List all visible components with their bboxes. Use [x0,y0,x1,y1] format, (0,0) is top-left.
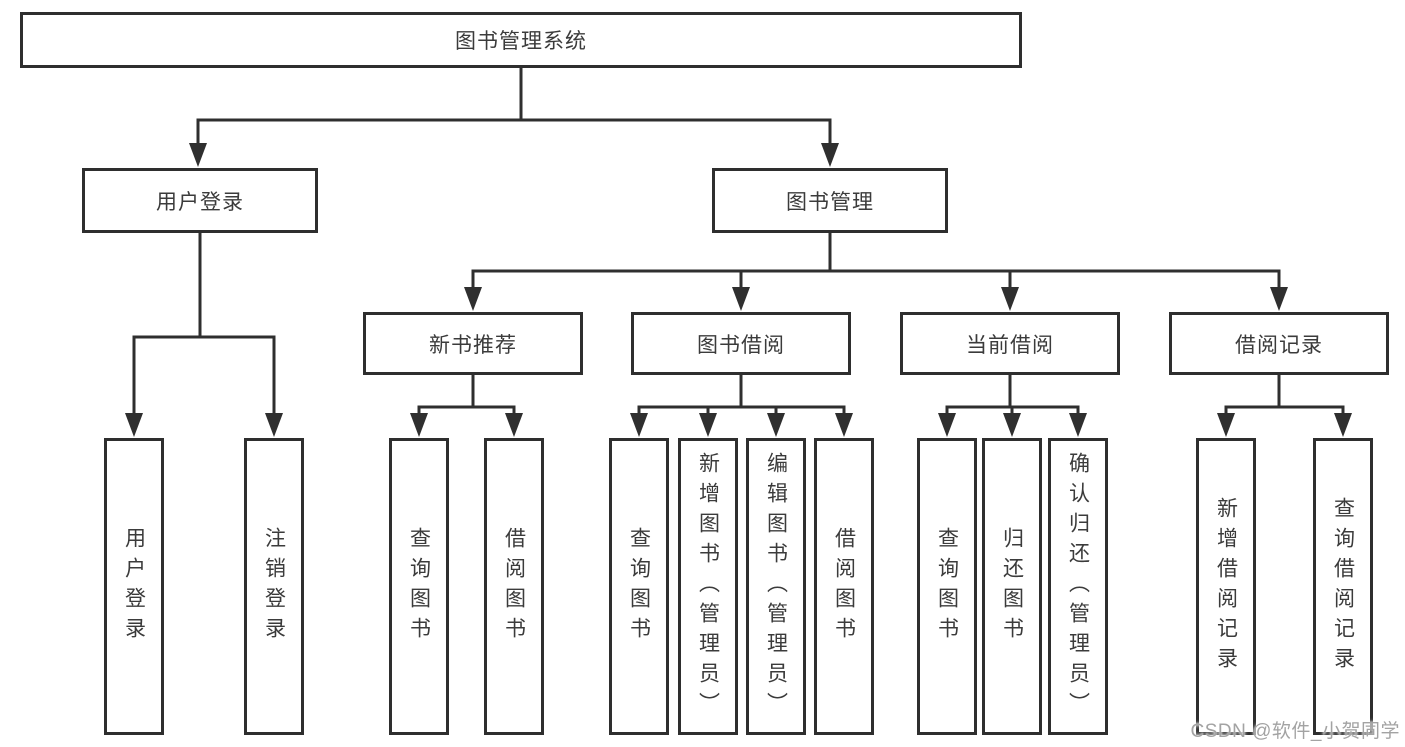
leaf-current-confirm-return-admin: 确认归还（管理员） [1048,438,1108,735]
node-book-management: 图书管理 [712,168,948,233]
leaf-records-query-record: 查询借阅记录 [1313,438,1373,735]
node-borrow-records: 借阅记录 [1169,312,1389,375]
leaf-newbooks-query-books-label: 查询图书 [407,526,431,647]
node-borrow-records-label: 借阅记录 [1235,333,1323,357]
leaf-current-query-books: 查询图书 [917,438,977,735]
leaf-borrow-add-books-admin-label: 新增图书（管理员） [696,451,720,722]
leaf-user-login-label: 用户登录 [122,526,146,647]
leaf-newbooks-borrow-books: 借阅图书 [484,438,544,735]
node-new-book-recommend: 新书推荐 [363,312,583,375]
leaf-current-return-books-label: 归还图书 [1000,526,1024,647]
leaf-current-return-books: 归还图书 [982,438,1042,735]
leaf-borrow-add-books-admin: 新增图书（管理员） [678,438,738,735]
leaf-logout-login: 注销登录 [244,438,304,735]
leaf-newbooks-borrow-books-label: 借阅图书 [502,526,526,647]
watermark: CSDN @软件_小贺同学 [1190,721,1400,742]
node-book-borrow: 图书借阅 [631,312,851,375]
node-current-borrow-label: 当前借阅 [966,333,1054,357]
leaf-borrow-query-books: 查询图书 [609,438,669,735]
leaf-logout-login-label: 注销登录 [262,526,286,647]
node-new-book-recommend-label: 新书推荐 [429,333,517,357]
leaf-current-query-books-label: 查询图书 [935,526,959,647]
leaf-borrow-query-books-label: 查询图书 [627,526,651,647]
leaf-records-query-record-label: 查询借阅记录 [1331,496,1355,677]
node-user-login-label: 用户登录 [156,190,244,214]
node-current-borrow: 当前借阅 [900,312,1120,375]
node-root: 图书管理系统 [20,12,1022,68]
leaf-borrow-edit-books-admin: 编辑图书（管理员） [746,438,806,735]
leaf-records-add-record-label: 新增借阅记录 [1214,496,1238,677]
leaf-user-login: 用户登录 [104,438,164,735]
node-root-label: 图书管理系统 [455,30,587,53]
node-user-login: 用户登录 [82,168,318,233]
leaf-borrow-edit-books-admin-label: 编辑图书（管理员） [764,451,788,722]
leaf-records-add-record: 新增借阅记录 [1196,438,1256,735]
leaf-newbooks-query-books: 查询图书 [389,438,449,735]
leaf-current-confirm-return-admin-label: 确认归还（管理员） [1066,451,1090,722]
leaf-borrow-borrow-books-label: 借阅图书 [832,526,856,647]
leaf-borrow-borrow-books: 借阅图书 [814,438,874,735]
node-book-management-label: 图书管理 [786,190,874,214]
node-book-borrow-label: 图书借阅 [697,333,785,357]
